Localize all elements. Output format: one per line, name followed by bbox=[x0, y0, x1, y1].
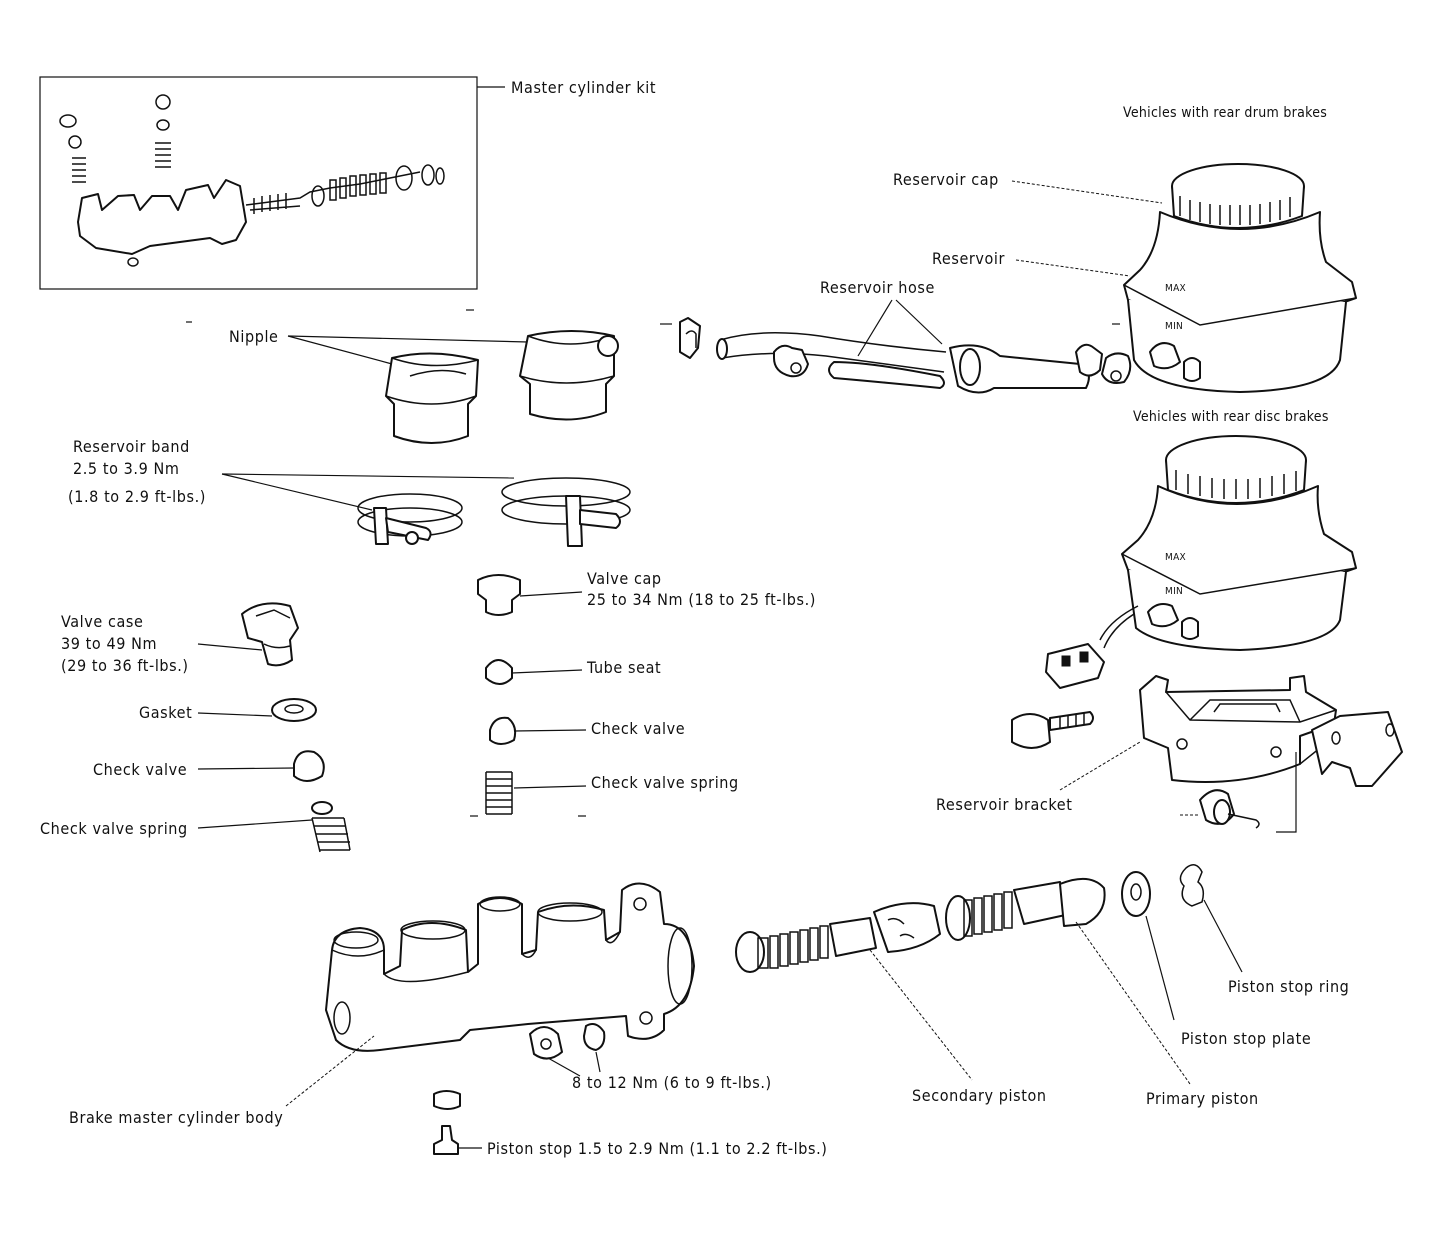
label-reservoir-band-title: Reservoir band bbox=[73, 437, 190, 456]
reservoir-bracket bbox=[1139, 675, 1403, 787]
label-reservoir-hose: Reservoir hose bbox=[820, 278, 935, 297]
label-reservoir-bracket: Reservoir bracket bbox=[936, 795, 1072, 814]
label-master-cylinder-kit: Master cylinder kit bbox=[511, 78, 656, 97]
piston-stop bbox=[433, 1090, 461, 1155]
label-brake-master-cylinder-body: Brake master cylinder body bbox=[69, 1108, 283, 1127]
gasket bbox=[271, 698, 317, 722]
check-valve-spring-left bbox=[311, 801, 351, 853]
piston-stop-ring bbox=[1179, 864, 1205, 907]
master-cylinder-body bbox=[325, 882, 695, 1052]
reservoir-hose bbox=[679, 317, 1132, 394]
svg-text:MIN: MIN bbox=[1165, 586, 1183, 597]
label-tube-seat: Tube seat bbox=[586, 658, 661, 677]
label-valve-case-torque-nm: 39 to 49 Nm bbox=[61, 634, 157, 653]
label-piston-stop: Piston stop 1.5 to 2.9 Nm (1.1 to 2.2 ft… bbox=[487, 1139, 828, 1158]
label-vehicles-rear-drum: Vehicles with rear drum brakes bbox=[1123, 105, 1327, 121]
label-vehicles-rear-disc: Vehicles with rear disc brakes bbox=[1133, 409, 1329, 425]
master-cylinder-ports bbox=[529, 1023, 606, 1060]
label-piston-stop-plate: Piston stop plate bbox=[1181, 1029, 1311, 1048]
label-nipple: Nipple bbox=[229, 327, 279, 346]
reservoir-band-right bbox=[501, 477, 631, 547]
label-reservoir-band-torque-nm: 2.5 to 3.9 Nm bbox=[73, 459, 180, 478]
master-cylinder-kit-box bbox=[39, 76, 505, 290]
label-check-valve-left: Check valve bbox=[93, 760, 187, 779]
label-reservoir-cap: Reservoir cap bbox=[893, 170, 999, 189]
nipple-left bbox=[385, 352, 479, 444]
svg-text:MAX: MAX bbox=[1165, 283, 1186, 294]
svg-text:MIN: MIN bbox=[1165, 321, 1183, 332]
label-check-valve-spring-left: Check valve spring bbox=[40, 819, 188, 838]
label-reservoir: Reservoir bbox=[932, 249, 1005, 268]
label-piston-stop-ring: Piston stop ring bbox=[1228, 977, 1349, 996]
label-valve-case-title: Valve case bbox=[61, 612, 143, 631]
label-valve-case-torque-ftlb: (29 to 36 ft-lbs.) bbox=[61, 656, 189, 675]
label-reservoir-band-torque-ftlb: (1.8 to 2.9 ft-lbs.) bbox=[68, 487, 206, 506]
label-body-torque: 8 to 12 Nm (6 to 9 ft-lbs.) bbox=[572, 1073, 772, 1092]
check-valve-center bbox=[489, 716, 517, 745]
secondary-piston bbox=[735, 902, 941, 973]
label-check-valve-right: Check valve bbox=[591, 719, 685, 738]
tube-seat bbox=[485, 659, 513, 685]
check-valve-spring-center bbox=[485, 771, 513, 815]
valve-case bbox=[241, 602, 299, 667]
label-valve-cap-torque: 25 to 34 Nm (18 to 25 ft-lbs.) bbox=[587, 590, 816, 609]
piston-stop-plate bbox=[1121, 871, 1151, 917]
primary-piston bbox=[945, 877, 1106, 941]
reservoir-band-left bbox=[357, 493, 463, 545]
label-secondary-piston: Secondary piston bbox=[912, 1086, 1047, 1105]
bracket-bolt bbox=[1011, 711, 1094, 749]
label-check-valve-spring-right: Check valve spring bbox=[591, 773, 739, 792]
reservoir-drum: MAX MIN bbox=[1123, 163, 1357, 393]
svg-text:MAX: MAX bbox=[1165, 552, 1186, 563]
label-gasket: Gasket bbox=[139, 703, 192, 722]
reservoir-disc: MAX MIN bbox=[1045, 435, 1357, 689]
nipple-right bbox=[519, 330, 619, 421]
bracket-nut bbox=[1180, 789, 1260, 829]
valve-cap bbox=[477, 574, 521, 616]
label-primary-piston: Primary piston bbox=[1146, 1089, 1259, 1108]
label-valve-cap-title: Valve cap bbox=[587, 569, 662, 588]
check-valve-left bbox=[293, 750, 325, 782]
